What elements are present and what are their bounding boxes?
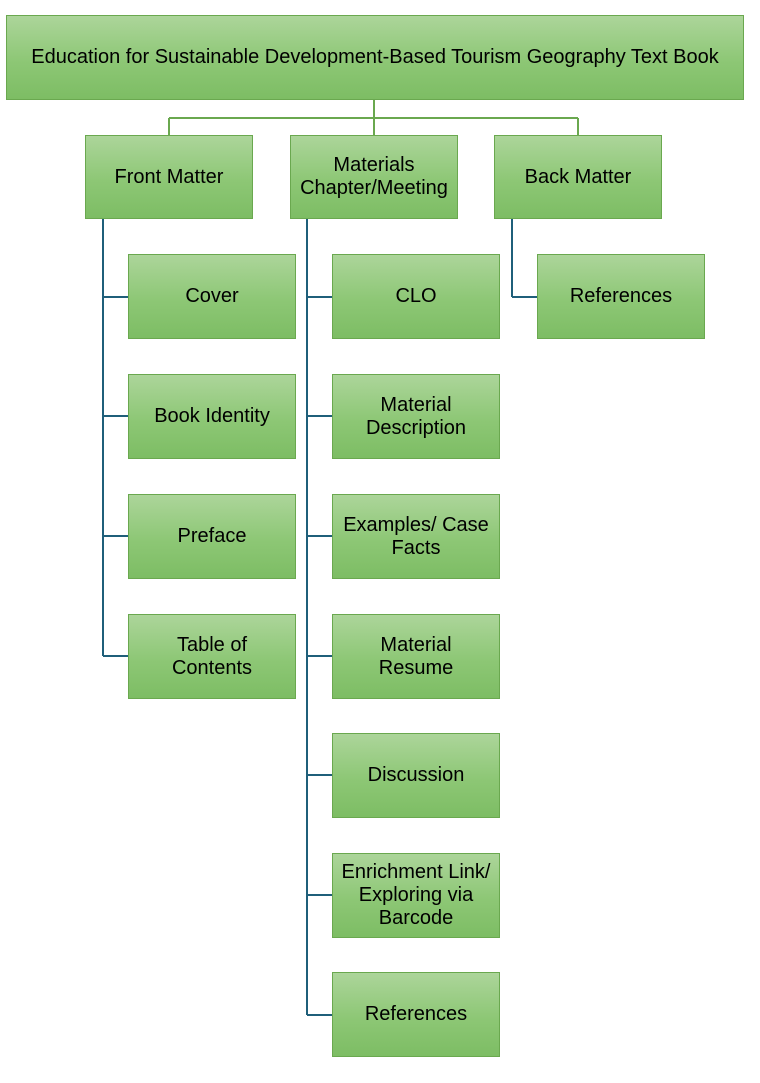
materials-item: Examples/ Case Facts xyxy=(332,494,500,579)
front-matter-node: Front Matter xyxy=(85,135,253,219)
materials-label: Materials Chapter/Meeting xyxy=(300,154,448,199)
materials-item-label: Discussion xyxy=(367,764,465,786)
materials-item-label: Enrichment Link/ Exploring via Barcode xyxy=(341,861,491,929)
back-matter-item-label: References xyxy=(569,285,673,307)
materials-item-label: Material Resume xyxy=(378,633,454,679)
materials-node: Materials Chapter/Meeting xyxy=(290,135,458,219)
front-matter-item-label: Preface xyxy=(177,525,247,547)
materials-item-label: Examples/ Case Facts xyxy=(343,513,489,559)
back-matter-item: References xyxy=(537,254,705,339)
materials-item: CLO xyxy=(332,254,500,339)
materials-item-label: Material Description xyxy=(365,393,467,439)
front-matter-item-label: Table of Contents xyxy=(171,633,253,679)
materials-item: References xyxy=(332,972,500,1057)
materials-item: Enrichment Link/ Exploring via Barcode xyxy=(332,853,500,938)
front-matter-item: Preface xyxy=(128,494,296,579)
root-node-label: Education for Sustainable Development-Ba… xyxy=(31,46,719,68)
front-matter-label: Front Matter xyxy=(114,165,224,188)
materials-item-label: References xyxy=(364,1003,468,1025)
front-matter-item: Book Identity xyxy=(128,374,296,459)
materials-item-label: CLO xyxy=(395,285,437,307)
front-matter-item: Cover xyxy=(128,254,296,339)
back-matter-node: Back Matter xyxy=(494,135,662,219)
materials-item: Material Resume xyxy=(332,614,500,699)
front-matter-item-label: Book Identity xyxy=(154,405,270,427)
root-node: Education for Sustainable Development-Ba… xyxy=(6,15,744,100)
materials-item: Material Description xyxy=(332,374,500,459)
front-matter-item: Table of Contents xyxy=(128,614,296,699)
back-matter-label: Back Matter xyxy=(524,165,632,188)
front-matter-item-label: Cover xyxy=(185,285,239,307)
materials-item: Discussion xyxy=(332,733,500,818)
